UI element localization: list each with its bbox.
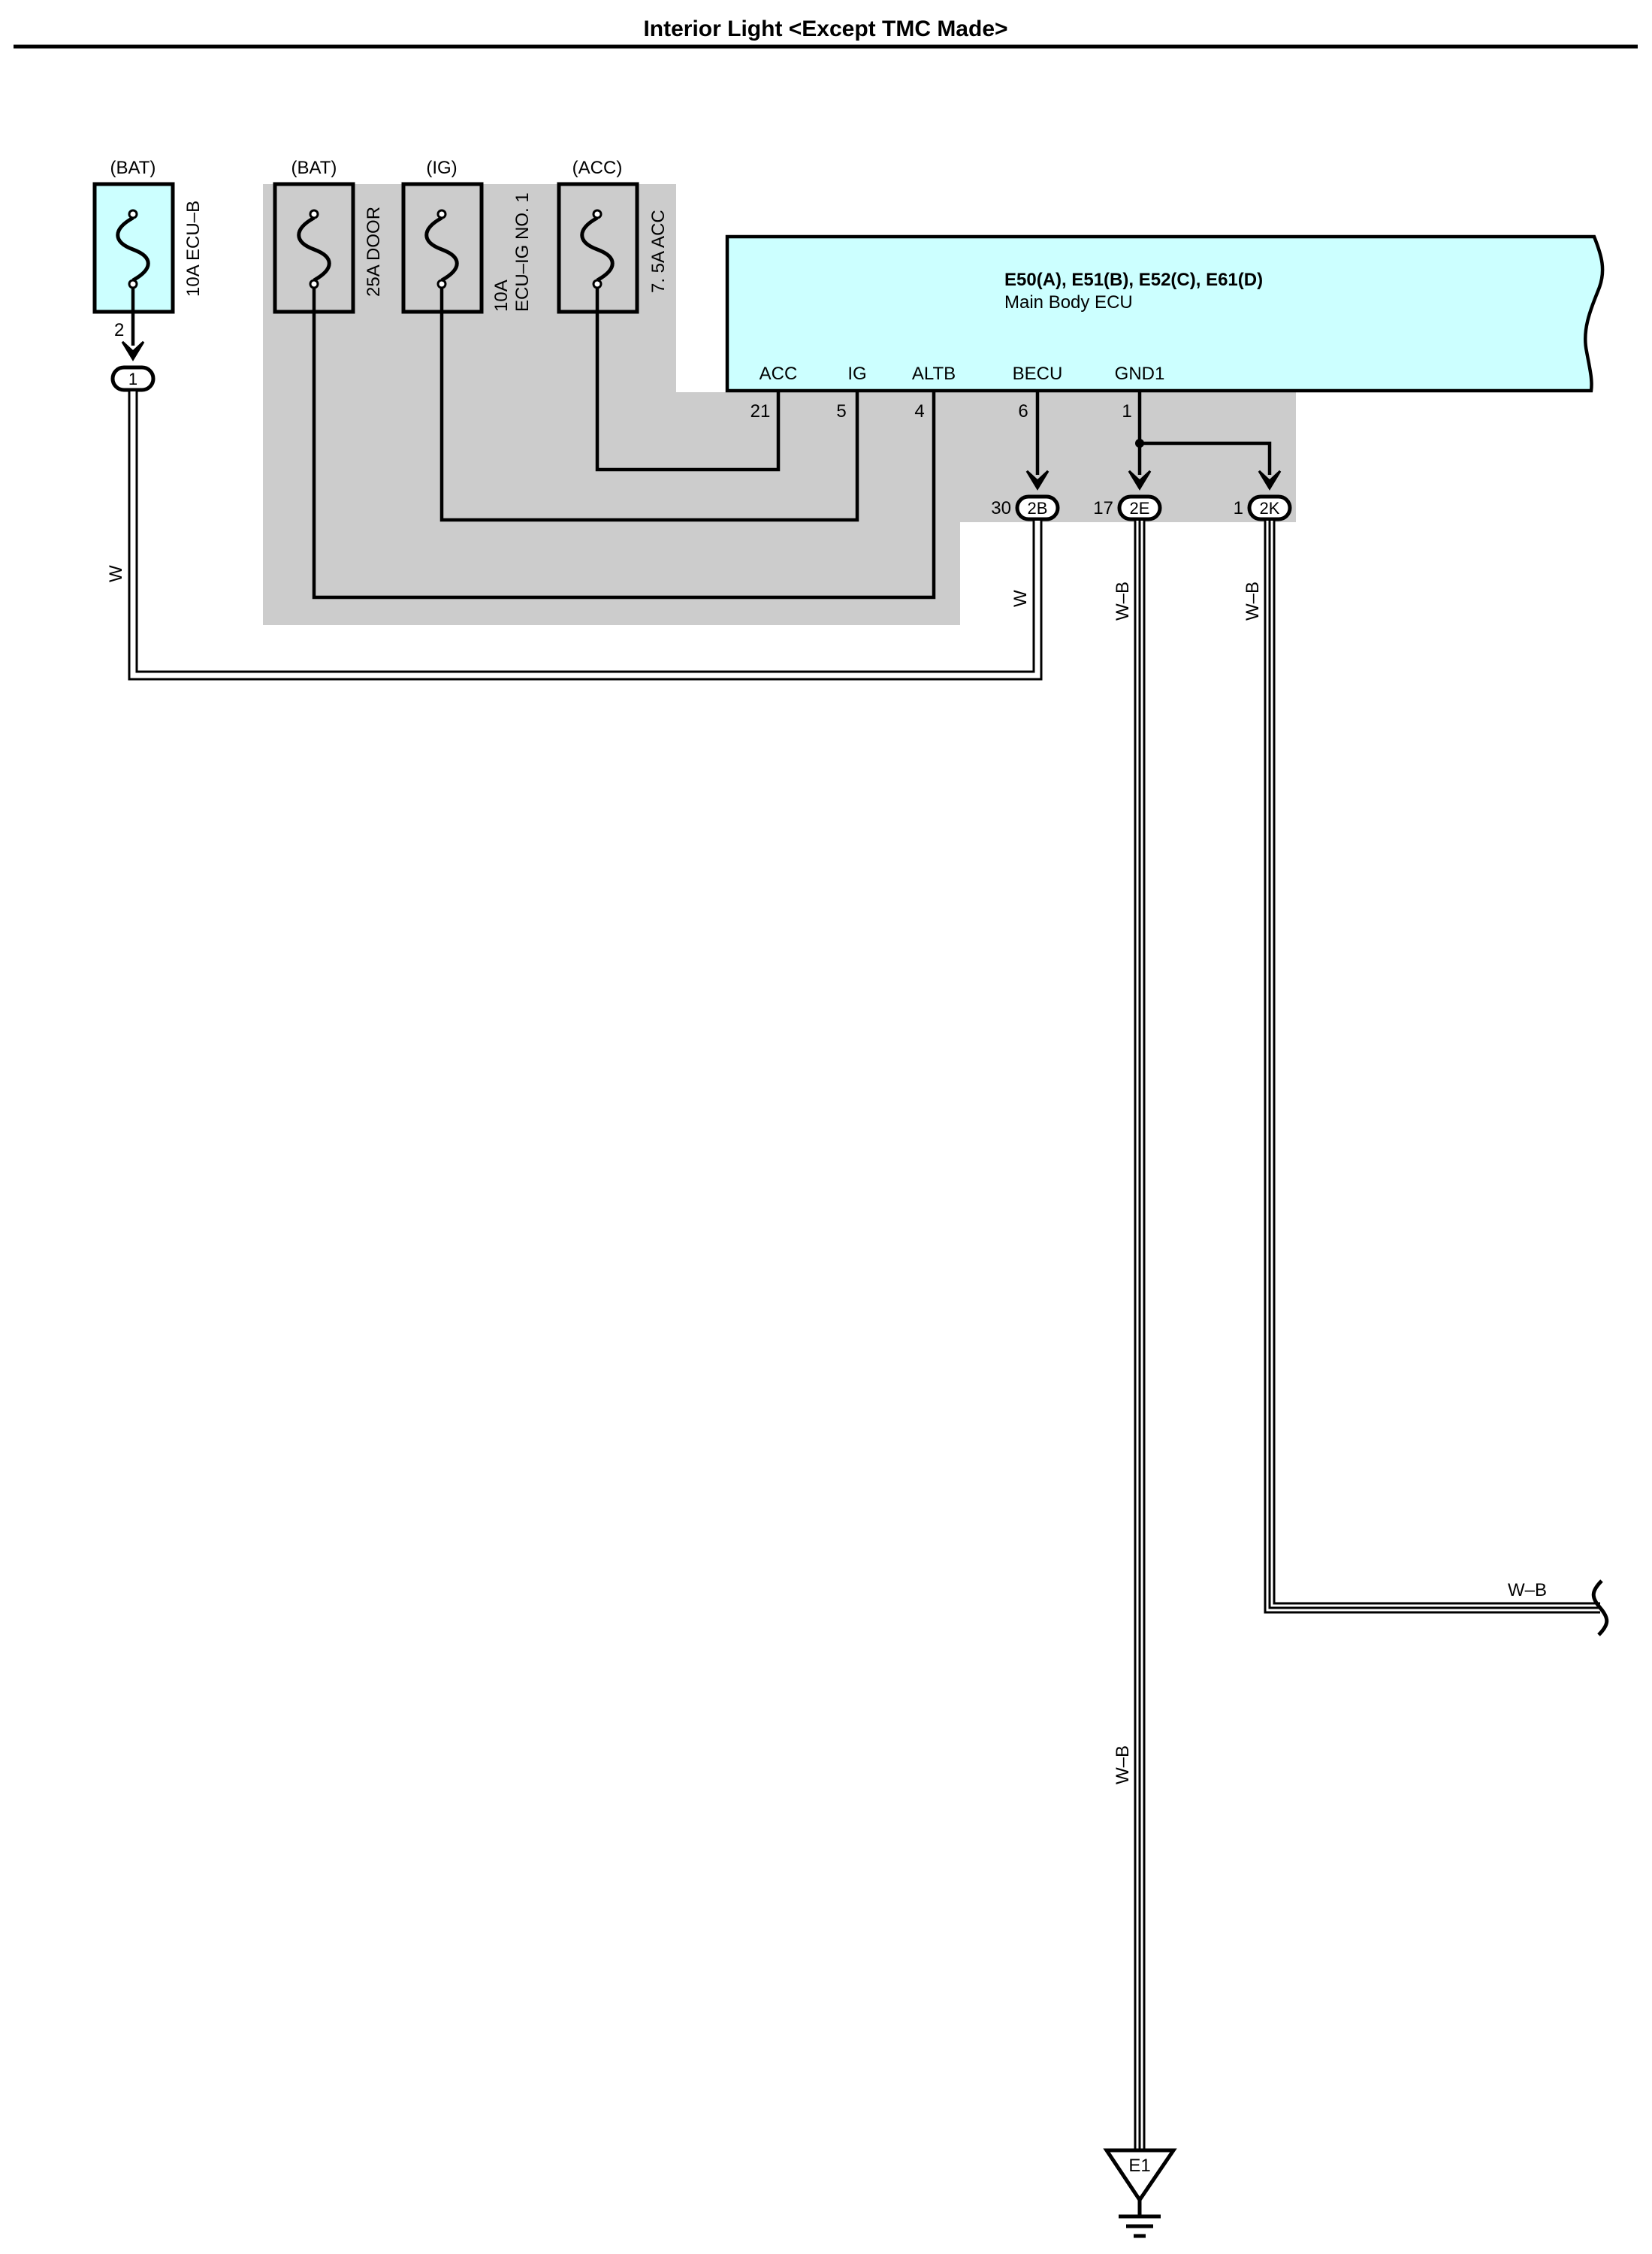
fuse-ecu-ig-source: (IG) — [426, 158, 457, 178]
junction-connector-2b-id: 2B — [1028, 499, 1048, 518]
ground-id: E1 — [1128, 2156, 1150, 2176]
wire-ig — [439, 288, 859, 522]
wire-color-w-right: W — [1010, 590, 1031, 607]
fuse-symbol-icon — [424, 209, 459, 289]
wire-wb-branch-fill — [1266, 521, 1600, 1612]
fuse-ecu-b-name: 10A ECU–B — [183, 201, 204, 297]
wire-wb-branch — [1264, 521, 1600, 1614]
fuse-door-source: (BAT) — [291, 158, 337, 178]
junction-connector-2e — [1117, 494, 1162, 521]
fuse-door-name: 25A DOOR — [364, 207, 384, 297]
terminal-label-altb: ALTB — [912, 364, 956, 384]
fuse-symbol-icon — [580, 209, 615, 289]
fuse-acc-source: (ACC) — [572, 158, 623, 178]
junction-connector-2b — [1015, 494, 1060, 521]
terminal-pin-acc: 21 — [750, 401, 771, 421]
fuse-acc-name: 7. 5A ACC — [648, 210, 669, 293]
connector-arrow-icon — [1128, 470, 1152, 491]
junction-connector-2b-pin: 30 — [991, 498, 1011, 518]
wire-color-wb-3: W–B — [1113, 1745, 1133, 1784]
fuse-symbol-icon — [116, 209, 150, 289]
wire-acc — [595, 288, 781, 472]
connector-arrow-icon — [1258, 470, 1282, 491]
wire-color-wb-4: W–B — [1508, 1580, 1547, 1600]
wire-color-wb-1: W–B — [1113, 582, 1133, 621]
junction-connector-2e-pin: 17 — [1093, 498, 1113, 518]
fuse-ecu-b-pin: 2 — [114, 320, 124, 340]
terminal-label-ig: IG — [847, 364, 866, 384]
fuse-symbol-icon — [297, 209, 331, 289]
terminal-label-acc: ACC — [760, 364, 798, 384]
terminal-pin-gnd1: 1 — [1122, 401, 1131, 421]
main-body-ecu-box — [725, 234, 1605, 393]
junction-connector-2k-pin: 1 — [1234, 498, 1243, 518]
ecu-name: Main Body ECU — [1004, 292, 1133, 313]
terminal-pin-altb: 4 — [914, 401, 924, 421]
ground-icon — [1103, 2148, 1177, 2238]
terminal-label-becu: BECU — [1013, 364, 1063, 384]
wire-color-wb-2: W–B — [1243, 582, 1263, 621]
splice-point — [1135, 439, 1144, 448]
connector-arrow-icon — [1025, 470, 1049, 491]
fuse-ecu-ig-name-line1: 10A — [491, 279, 512, 312]
terminal-label-gnd1: GND1 — [1115, 364, 1165, 384]
wire-w-core — [130, 391, 1040, 678]
fuse-ecu-b-source: (BAT) — [110, 158, 156, 178]
connector-arrow-icon — [121, 340, 145, 361]
wire-gnd1-branch — [1140, 441, 1272, 475]
wire-color-w-left: W — [106, 565, 126, 582]
junction-connector-2k — [1247, 494, 1292, 521]
wire-altb — [312, 288, 936, 600]
junction-connector-2e-id: 2E — [1130, 499, 1150, 518]
junction-connector-1-id: 1 — [128, 370, 137, 388]
junction-connector-2k-id: 2K — [1260, 499, 1280, 518]
ecu-connector-ids: E50(A), E51(B), E52(C), E61(D) — [1004, 270, 1263, 290]
fuse-ecu-ig-name-line2: ECU–IG NO. 1 — [512, 192, 533, 312]
diagram-title: Interior Light <Except TMC Made> — [643, 17, 1007, 41]
junction-connector-1 — [110, 365, 156, 392]
wire-continuation-icon — [1591, 1579, 1609, 1636]
terminal-pin-becu: 6 — [1018, 401, 1028, 421]
terminal-pin-ig: 5 — [836, 401, 846, 421]
wire-wb-branch-stripe — [1268, 521, 1600, 1609]
